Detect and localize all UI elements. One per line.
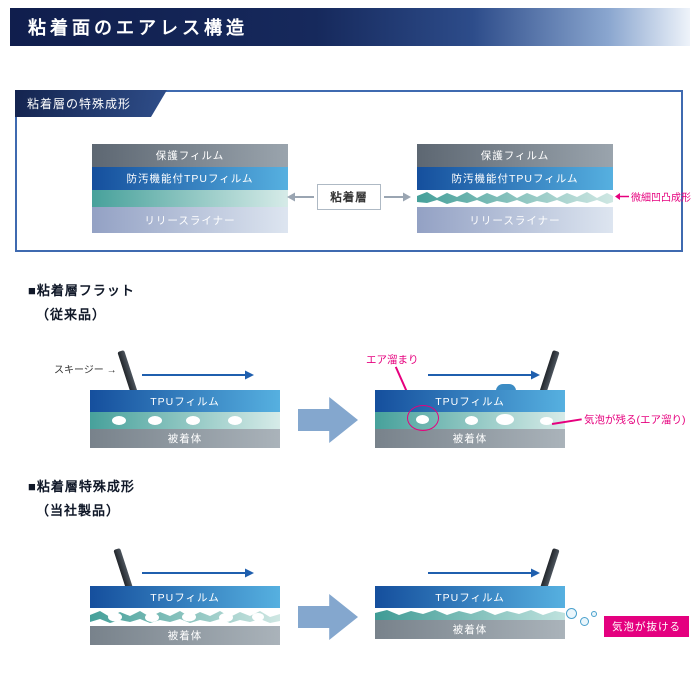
- air-bubble: [148, 416, 162, 425]
- motion-arrow-icon: [428, 370, 540, 380]
- flat-stack-adhesive-layer: [92, 190, 288, 207]
- air-pocket-note: エア溜まり: [366, 354, 419, 366]
- d1l-substrate-layer: 被着体: [90, 429, 280, 448]
- transition-arrow-icon: [298, 397, 358, 443]
- escaping-bubble: [591, 611, 597, 617]
- section-flat-subheading: （従来品）: [36, 307, 107, 322]
- film-bubble-bump: [496, 384, 516, 391]
- escaping-bubble: [580, 617, 589, 626]
- bubble-remains-note: 気泡が残る(エア溜り): [584, 414, 686, 426]
- d2r-tpu-film-layer: TPUフィルム: [375, 586, 565, 608]
- d1r-tpu-film-layer: TPUフィルム: [375, 390, 565, 412]
- d1r-substrate-layer: 被着体: [375, 429, 565, 448]
- motion-arrow-icon: [142, 370, 254, 380]
- air-bubble: [219, 613, 233, 622]
- d2l-adhesive-wavy-layer: [90, 611, 280, 623]
- d2l-tpu-film-layer: TPUフィルム: [90, 586, 280, 608]
- micro-texture-note: 微細凹凸成形: [631, 193, 691, 204]
- micro-texture-arrow-icon: [615, 193, 629, 200]
- d1l-tpu-film-layer: TPUフィルム: [90, 390, 280, 412]
- motion-arrow-icon: [428, 568, 540, 578]
- d2r-substrate-layer: 被着体: [375, 620, 565, 639]
- d2l-substrate-layer: 被着体: [90, 626, 280, 645]
- section-special-subheading: （当社製品）: [36, 503, 121, 518]
- squeegee-icon: [539, 349, 560, 395]
- section-flat-heading: ■粘着層フラット: [28, 283, 135, 298]
- air-bubble: [186, 416, 200, 425]
- section-special-heading: ■粘着層特殊成形: [28, 479, 135, 494]
- page-title: 粘着面のエアレス構造: [28, 18, 248, 38]
- squeegee-label: スキージー →: [54, 365, 117, 376]
- air-pocket-circle: [407, 405, 439, 431]
- formed-stack-tpu-film-layer: 防汚機能付TPUフィルム: [417, 167, 613, 190]
- formed-stack-adhesive-wavy-layer: [417, 192, 613, 204]
- flat-stack-tpu-film-layer: 防汚機能付TPUフィルム: [92, 167, 288, 190]
- adhesive-layer-label: 粘着層: [317, 184, 381, 210]
- bubble-escape-badge: 気泡が抜ける: [604, 616, 689, 637]
- adhesive-arrow-left-icon: [287, 192, 314, 202]
- formed-stack-release-liner-layer: リリースライナー: [417, 207, 613, 233]
- squeegee-icon: [117, 349, 138, 395]
- formed-stack-protective-film-layer: 保護フィルム: [417, 144, 613, 167]
- motion-arrow-icon: [142, 568, 254, 578]
- air-bubble: [540, 417, 553, 425]
- adhesive-arrow-right-icon: [384, 192, 411, 202]
- page-title-bar: 粘着面のエアレス構造: [10, 8, 690, 46]
- escaping-bubble: [566, 608, 577, 619]
- air-bubble: [496, 414, 514, 425]
- air-bubble: [228, 416, 242, 425]
- air-bubble: [145, 613, 159, 622]
- transition-arrow-icon: [298, 594, 358, 640]
- air-bubble: [465, 416, 478, 425]
- special-forming-tag-label: 粘着層の特殊成形: [27, 97, 132, 111]
- d2r-adhesive-compressed-layer: [375, 610, 565, 620]
- air-bubble: [182, 612, 196, 622]
- special-forming-tag: 粘着層の特殊成形: [15, 90, 167, 117]
- air-bubble: [252, 613, 264, 621]
- flat-stack-release-liner-layer: リリースライナー: [92, 207, 288, 233]
- air-bubble: [112, 416, 126, 425]
- flat-stack-protective-film-layer: 保護フィルム: [92, 144, 288, 167]
- special-forming-panel: 粘着層の特殊成形 保護フィルム 防汚機能付TPUフィルム リリースライナー 粘着…: [15, 90, 691, 252]
- air-bubble: [108, 612, 122, 622]
